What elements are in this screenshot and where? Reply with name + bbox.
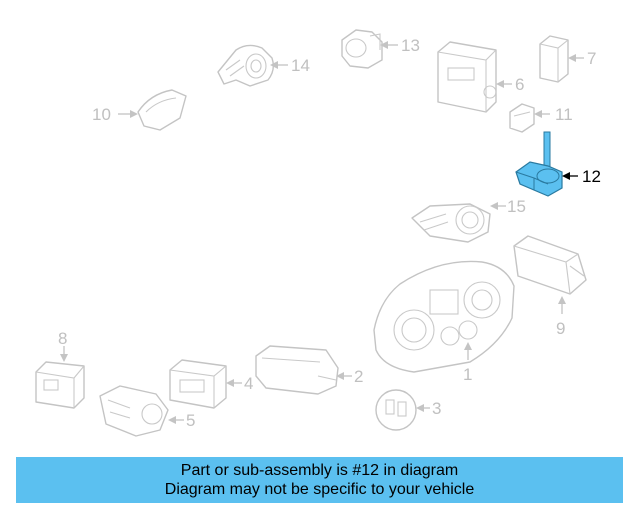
leader-13-arrow — [380, 41, 388, 49]
part-5 — [99, 385, 169, 437]
part-13 — [341, 29, 383, 69]
leader-6-arrow — [496, 80, 504, 88]
callout-13: 13 — [401, 36, 420, 55]
leader-3-arrow — [416, 404, 424, 412]
part-14 — [217, 44, 275, 87]
callout-7: 7 — [587, 49, 596, 68]
part-4 — [169, 359, 227, 409]
leader-2-arrow — [336, 372, 344, 380]
leader-10-arrow — [130, 110, 138, 118]
leader-7-arrow — [568, 54, 576, 62]
part-2 — [255, 345, 339, 395]
callout-8: 8 — [58, 329, 67, 348]
callout-1: 1 — [463, 365, 472, 384]
callout-10: 10 — [92, 105, 111, 124]
part-6 — [437, 41, 497, 113]
parts-diagram: 14 13 6 7 10 11 — [35, 29, 601, 437]
leader-5-arrow — [168, 416, 176, 424]
part-11 — [509, 103, 535, 133]
banner-line-2: Diagram may not be specific to your vehi… — [164, 481, 475, 498]
callout-2: 2 — [354, 367, 363, 386]
leader-12-arrow — [562, 172, 570, 180]
callout-12: 12 — [582, 167, 601, 186]
callout-5: 5 — [186, 411, 195, 430]
callout-4: 4 — [244, 374, 253, 393]
callout-3: 3 — [432, 399, 441, 418]
part-8 — [35, 361, 85, 409]
leader-11-arrow — [534, 110, 542, 118]
callout-14: 14 — [291, 56, 310, 75]
leader-4-arrow — [226, 379, 234, 387]
part-7 — [539, 35, 569, 83]
part-3 — [375, 389, 417, 431]
leader-9-arrow — [558, 296, 566, 304]
callout-6: 6 — [515, 75, 524, 94]
banner-line-1: Part or sub-assembly is #12 in diagram — [180, 462, 459, 479]
part-12 — [515, 131, 563, 197]
part-15 — [411, 203, 491, 243]
callout-15: 15 — [507, 197, 526, 216]
callout-11: 11 — [555, 105, 573, 124]
part-10 — [137, 89, 187, 131]
callout-9: 9 — [556, 319, 565, 338]
leader-14-arrow — [270, 61, 278, 69]
leader-15-arrow — [490, 202, 498, 210]
info-banner: Part or sub-assembly is #12 in diagram D… — [16, 457, 623, 503]
leader-8-arrow — [60, 354, 68, 362]
leader-1-arrow — [464, 342, 472, 350]
part-1 — [373, 260, 515, 373]
part-9 — [513, 235, 587, 295]
